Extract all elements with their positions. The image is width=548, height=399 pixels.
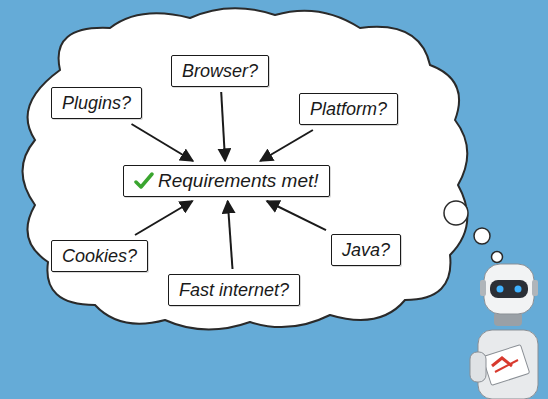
requirement-box: Cookies?	[51, 240, 148, 272]
requirement-box: Browser?	[171, 55, 269, 87]
requirement-box: Fast internet?	[168, 274, 300, 306]
thought-bubble	[474, 228, 490, 244]
requirement-box: Platform?	[299, 93, 398, 125]
arrow-connector	[267, 201, 326, 230]
node-label: Platform?	[310, 98, 387, 120]
requirement-box: Plugins?	[51, 87, 142, 119]
node-label: Cookies?	[62, 245, 137, 267]
thought-bubble	[492, 252, 503, 263]
thought-bubble	[444, 201, 468, 225]
arrow-connector	[135, 201, 193, 235]
node-label: Browser?	[182, 60, 258, 82]
arrow-connector	[228, 201, 233, 269]
thought-cloud	[23, 8, 468, 329]
node-label: Requirements met!	[158, 170, 319, 192]
robot	[470, 264, 538, 399]
arrow-connector	[221, 92, 225, 161]
node-label: Java?	[342, 239, 390, 261]
check-mark	[134, 171, 154, 191]
node-label: Fast internet?	[179, 279, 289, 301]
requirement-box: Java?	[331, 234, 401, 266]
arrow-connector	[132, 124, 194, 161]
arrow-connector	[260, 130, 313, 161]
node-label: Plugins?	[62, 92, 131, 114]
result-box: Requirements met!	[123, 165, 330, 197]
